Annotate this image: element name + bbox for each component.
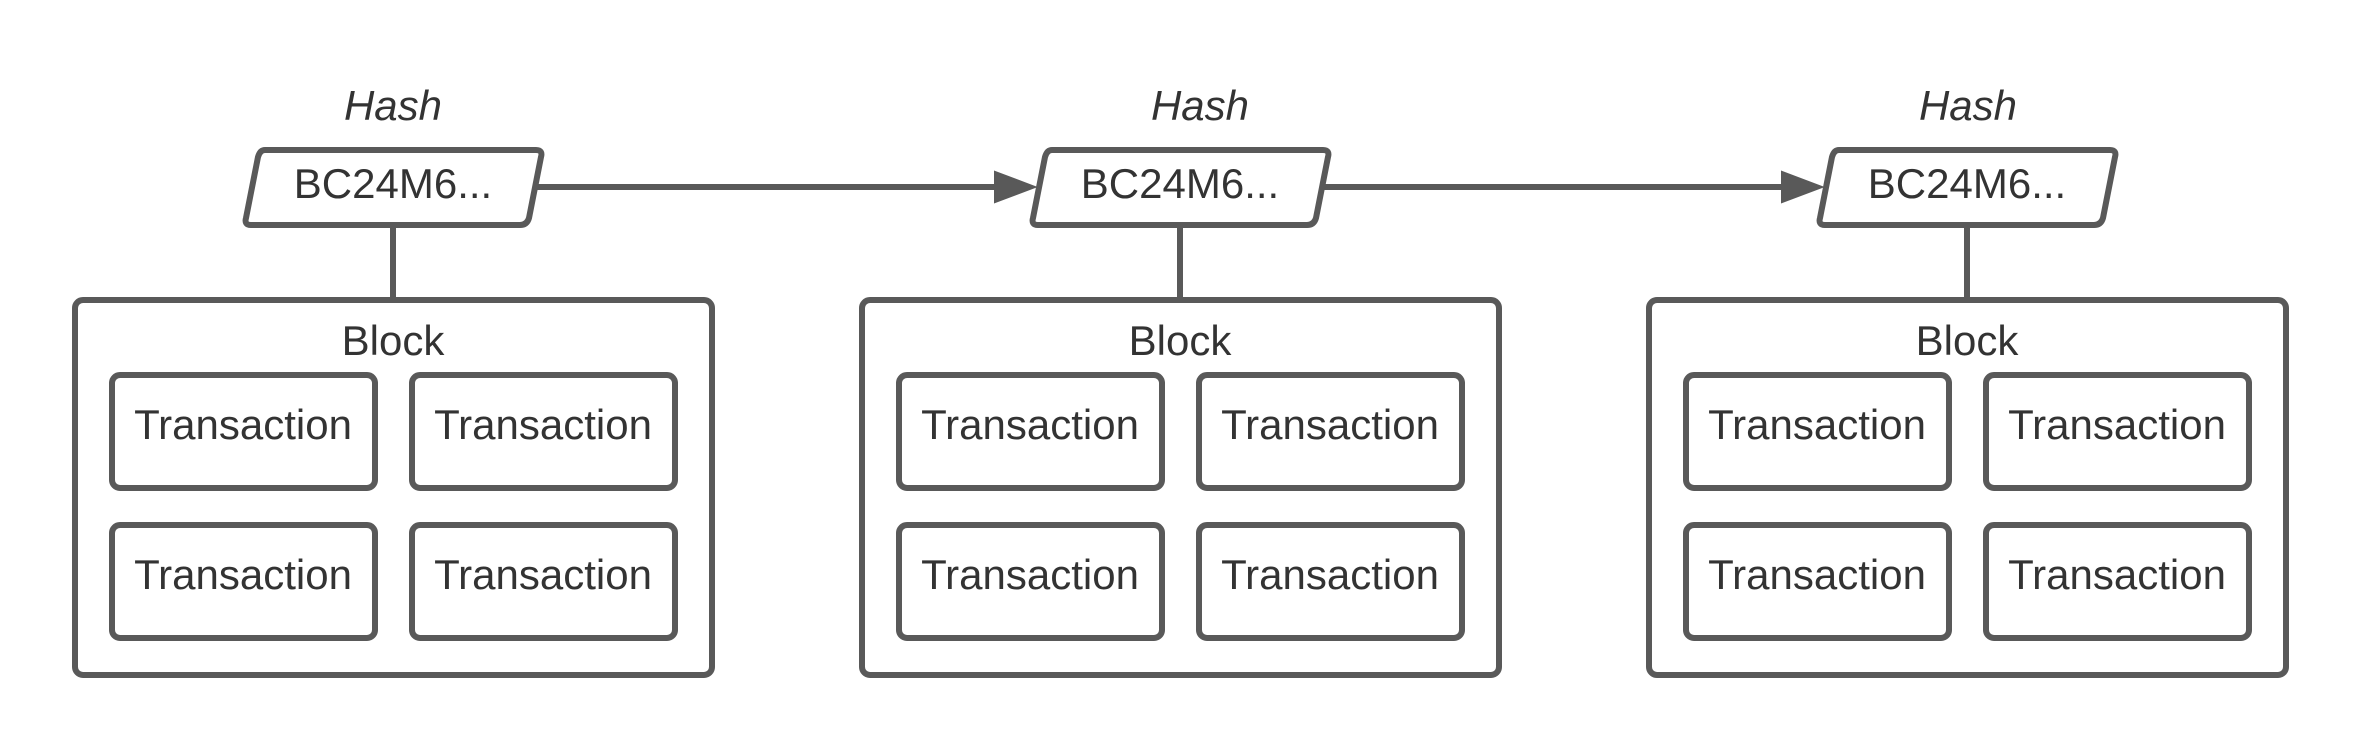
hash-shape — [242, 147, 545, 228]
hash-value: BC24M6... — [1081, 160, 1279, 207]
transaction-box — [1196, 522, 1465, 641]
transaction-label: Transaction — [1708, 401, 1926, 448]
chain-node-1: Hash BC24M6... Block Transaction Transac… — [72, 82, 715, 678]
block-container — [859, 297, 1502, 678]
transaction-box — [896, 372, 1165, 491]
block-title: Block — [1129, 317, 1233, 364]
transaction-box — [1983, 372, 2252, 491]
hash-shape — [1029, 147, 1332, 228]
transaction-box — [109, 372, 378, 491]
hash-value: BC24M6... — [294, 160, 492, 207]
chain-link-2-to-3 — [1323, 170, 1825, 204]
chain-link-1-to-2 — [536, 170, 1038, 204]
block-title: Block — [342, 317, 446, 364]
transaction-box — [896, 522, 1165, 641]
arrowhead-icon — [1781, 170, 1825, 204]
transaction-label: Transaction — [921, 551, 1139, 598]
chain-node-3: Hash BC24M6... Block Transaction Transac… — [1646, 82, 2289, 678]
hash-caption: Hash — [1919, 82, 2017, 129]
block-container — [1646, 297, 2289, 678]
block-title: Block — [1916, 317, 2020, 364]
hash-caption: Hash — [344, 82, 442, 129]
transaction-label: Transaction — [134, 551, 352, 598]
hash-caption: Hash — [1151, 82, 1249, 129]
transaction-label: Transaction — [1221, 551, 1439, 598]
transaction-box — [1196, 372, 1465, 491]
transaction-box — [409, 372, 678, 491]
transaction-box — [1983, 522, 2252, 641]
hash-shape — [1816, 147, 2119, 228]
transaction-label: Transaction — [1708, 551, 1926, 598]
transaction-label: Transaction — [2008, 401, 2226, 448]
block-container — [72, 297, 715, 678]
transaction-label: Transaction — [434, 551, 652, 598]
transaction-box — [1683, 372, 1952, 491]
transaction-label: Transaction — [2008, 551, 2226, 598]
transaction-label: Transaction — [434, 401, 652, 448]
transaction-label: Transaction — [921, 401, 1139, 448]
transaction-label: Transaction — [134, 401, 352, 448]
transaction-box — [109, 522, 378, 641]
hash-value: BC24M6... — [1868, 160, 2066, 207]
arrowhead-icon — [994, 170, 1038, 204]
transaction-box — [1683, 522, 1952, 641]
transaction-label: Transaction — [1221, 401, 1439, 448]
transaction-box — [409, 522, 678, 641]
chain-node-2: Hash BC24M6... Block Transaction Transac… — [859, 82, 1502, 678]
